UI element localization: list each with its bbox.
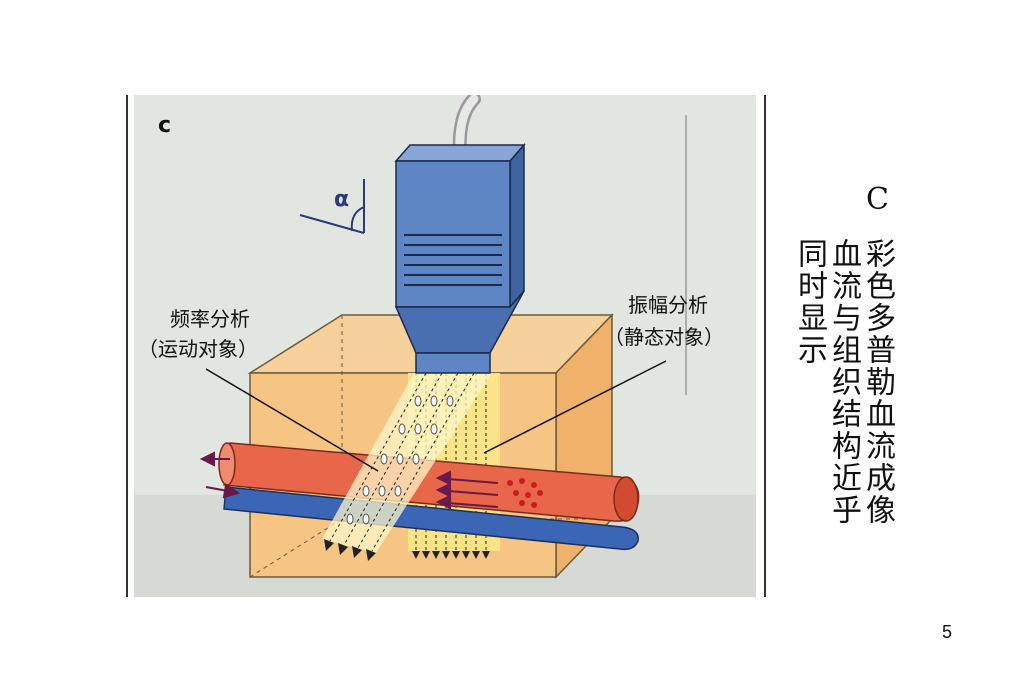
caption-column-1: 彩色多普勒血流成像 [860, 238, 895, 526]
flow-arrows [199, 451, 499, 510]
page-number: 5 [941, 622, 952, 642]
blood-cells [507, 478, 543, 508]
caption-column-3: 同时显示 [792, 238, 827, 366]
probe-side [509, 143, 525, 309]
panel-letter: c [158, 113, 172, 138]
probe-top [394, 144, 526, 162]
left-callout-line [205, 368, 379, 472]
doppler-figure: c α 频率分析 （运动对象） 振幅分析 （静态对象） [126, 95, 760, 597]
right-border-line [764, 95, 766, 597]
caption-column-2: 血流与组织结构近乎 [826, 238, 861, 526]
artery-left-end [218, 442, 236, 486]
amplitude-analysis-label: 振幅分析 [628, 293, 708, 317]
probe-neck [394, 290, 525, 354]
angle-indicator [299, 179, 365, 234]
angle-label: α [334, 187, 350, 212]
doppler-illustration [134, 95, 756, 597]
frequency-beam-particles [346, 395, 454, 525]
box-hidden-edge-diag [249, 518, 343, 578]
frequency-beam-lines [329, 372, 475, 552]
artery-right-end [613, 476, 639, 522]
static-objects-label: （静态对象） [604, 325, 724, 349]
frequency-analysis-label: 频率分析 [170, 307, 250, 331]
left-border-line [126, 95, 128, 597]
probe-tip [415, 352, 491, 374]
amplitude-beam-arrowheads [412, 551, 490, 559]
vein [223, 486, 639, 551]
frequency-beam-arrowheads [324, 539, 376, 561]
caption-letter: C [866, 182, 889, 217]
probe-grip-lines [404, 234, 502, 286]
moving-objects-label: （运动对象） [138, 337, 258, 361]
right-callout-line [483, 360, 667, 454]
